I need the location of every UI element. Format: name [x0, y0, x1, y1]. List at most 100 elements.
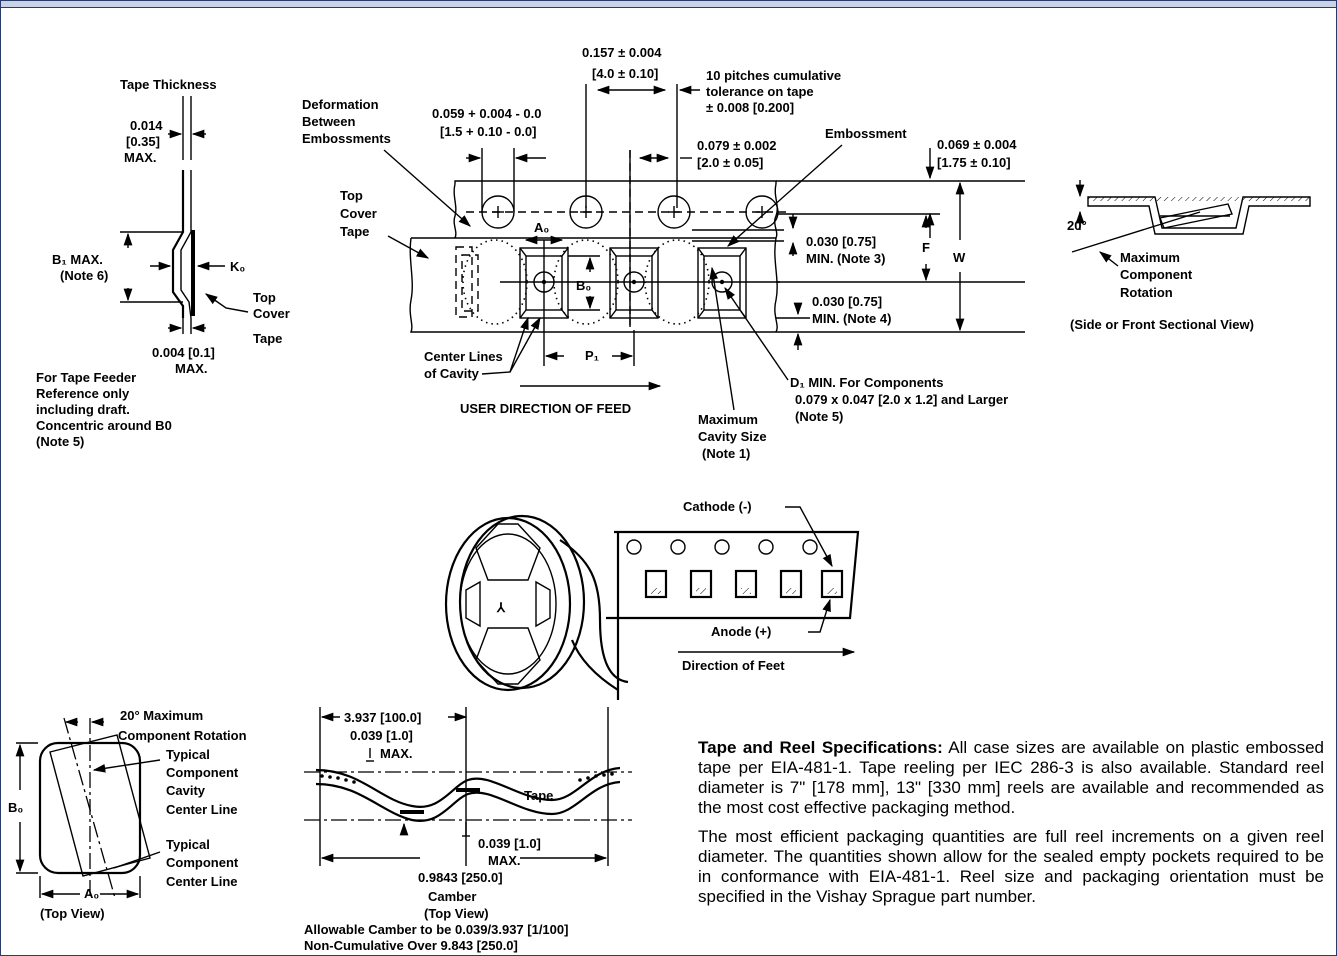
rotated-component	[1159, 203, 1233, 229]
leader	[727, 144, 843, 247]
label-w: W	[953, 250, 966, 265]
direction-label: Direction of Feet	[682, 658, 785, 673]
leader	[509, 316, 541, 373]
note4-1: 0.030 [0.75]	[812, 294, 882, 309]
typical-4: Center Line	[166, 802, 238, 817]
rot-label-1: 20° Maximum	[120, 708, 203, 723]
header-bar	[0, 0, 1337, 8]
pitch-label-2: [4.0 ± 0.10]	[592, 66, 658, 81]
camber-dev-2: 0.039 [1.0]	[478, 836, 541, 851]
typical-line-2: Component	[166, 855, 239, 870]
tape-top-edge	[454, 180, 777, 184]
cavity-dashed	[455, 246, 473, 318]
reel-window	[475, 627, 541, 685]
camber-caption-2: (Top View)	[424, 906, 489, 921]
cumulative-3: ± 0.008 [0.200]	[706, 100, 794, 115]
note3-1: 0.030 [0.75]	[806, 234, 876, 249]
label-b1-max: B₁ MAX.	[52, 252, 103, 267]
hole-dia-2: [1.5 + 0.10 - 0.0]	[440, 124, 536, 139]
max-cavity-2: Cavity Size	[698, 429, 767, 444]
reel-window	[475, 523, 541, 581]
ref-line-4: Concentric around B0	[36, 418, 172, 433]
note3-2: MIN. (Note 3)	[806, 251, 885, 266]
rotation-deg: 20°	[1067, 218, 1087, 233]
embossment-label: Embossment	[825, 126, 907, 141]
cathode-label: Cathode (-)	[683, 499, 752, 514]
tape-strip	[606, 530, 860, 700]
camber-len-1: 3.937 [100.0]	[344, 710, 421, 725]
tape-pockets	[644, 569, 844, 599]
max-cavity-1: Maximum	[698, 412, 758, 427]
reel-inner	[459, 533, 557, 675]
hole-dia-1: 0.059 + 0.004 - 0.0	[432, 106, 542, 121]
anode-label: Anode (+)	[711, 624, 771, 639]
cathode-arrow	[785, 506, 833, 568]
d1-1: D₁ MIN. For Components	[790, 375, 943, 390]
rotated-component	[49, 734, 151, 877]
camber-dev-1-max: MAX.	[380, 746, 413, 761]
tape-profile	[180, 170, 192, 319]
deformation-3: Embossments	[302, 131, 391, 146]
center-lines-1: Center Lines	[424, 349, 503, 364]
cover-thickness-1: 0.004 [0.1]	[152, 345, 215, 360]
rotation-label-2: Component	[1120, 267, 1193, 282]
angle-line	[1071, 211, 1201, 253]
typical-line-1: Typical	[166, 837, 210, 852]
main-tape-view: 0.157 ± 0.004 [4.0 ± 0.10] 10 pitches cu…	[302, 45, 1025, 461]
typical-3: Cavity	[166, 783, 206, 798]
rotation-caption: (Side or Front Sectional View)	[1070, 317, 1254, 332]
tape-reel-specifications: Tape and Reel Specifications: All case s…	[698, 738, 1324, 916]
camber-caption-4: Non-Cumulative Over 9.843 [250.0]	[304, 938, 518, 953]
ref-line-3: including draft.	[36, 402, 130, 417]
label-f: F	[922, 240, 930, 255]
camber-tape	[315, 766, 621, 808]
label-p1: P₁	[585, 348, 599, 363]
tape-break	[453, 183, 457, 239]
cumulative-1: 10 pitches cumulative	[706, 68, 841, 83]
reel-hub-icon: ⅄	[496, 600, 506, 615]
label-top: Top	[253, 290, 276, 305]
thickness-value-2: [0.35]	[126, 134, 160, 149]
cover-tape	[191, 230, 195, 316]
side-view: Tape Thickness 0.014 [0.35] MAX. B₁ MAX.…	[36, 77, 290, 449]
p2-2: [2.0 ± 0.05]	[697, 155, 763, 170]
reel-flange	[444, 516, 572, 692]
deformation-2: Between	[302, 114, 356, 129]
top-cover-2: Cover	[340, 206, 377, 221]
ref-line-1: For Tape Feeder	[36, 370, 136, 385]
rotation-view: 20° Maximum Component Rotation (Side or …	[1067, 180, 1311, 332]
cumulative-2: tolerance on tape	[706, 84, 814, 99]
typical-2: Component	[166, 765, 239, 780]
top-view-caption: (Top View)	[40, 906, 105, 921]
label-k0: K₀	[230, 259, 245, 274]
center-lines-2: of Cavity	[424, 366, 480, 381]
typical-line-3: Center Line	[166, 874, 238, 889]
leader	[1099, 251, 1119, 267]
reel-window	[535, 580, 551, 628]
ref-line-2: Reference only	[36, 386, 130, 401]
rotation-label-3: Rotation	[1120, 285, 1173, 300]
specs-paragraph-2: The most efficient packaging quantities …	[698, 827, 1324, 906]
rotation-label-1: Maximum	[1120, 250, 1180, 265]
tape-path	[570, 639, 619, 691]
label-a0: A₀	[84, 886, 99, 901]
top-cover-1: Top	[340, 188, 363, 203]
pitch-label-1: 0.157 ± 0.004	[582, 45, 662, 60]
cavity-dashed	[461, 254, 479, 312]
camber-view: 3.937 [100.0] 0.039 [1.0] MAX. Tape 0.03…	[304, 707, 632, 953]
top-cover-3: Tape	[340, 224, 369, 239]
feed-direction: USER DIRECTION OF FEED	[460, 401, 631, 416]
tape-break	[774, 237, 778, 333]
specs-text-1: All case sizes are available on plastic …	[698, 738, 1324, 817]
leader	[724, 286, 789, 381]
tape-hatch	[1088, 197, 1310, 201]
top-view: 20° Maximum Component Rotation Typical C…	[8, 708, 247, 921]
camber-holes	[320, 772, 614, 784]
edge-dist-2: [1.75 ± 0.10]	[937, 155, 1011, 170]
camber-pocket	[456, 788, 480, 792]
ref-line-5: (Note 5)	[36, 434, 84, 449]
anode-arrow	[808, 598, 831, 633]
label-note6: (Note 6)	[60, 268, 108, 283]
label-b0: B₀	[576, 278, 591, 293]
